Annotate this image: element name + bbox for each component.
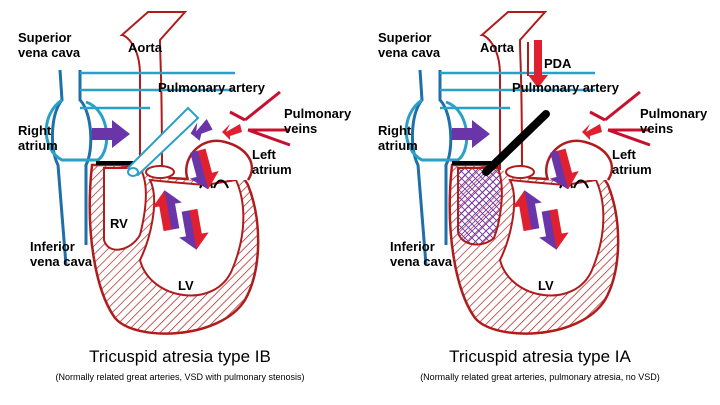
pulmonary-vein-upper [589,90,641,122]
pulmonary-vein-lower [247,128,291,147]
pulmonary-valve-stenotic [127,167,139,177]
label-pda: PDA [544,56,572,71]
aortic-valve [145,165,175,179]
mixed-flow-arrow-icon [539,208,569,250]
panel-type-ib: Superior vena cava Aorta Pulmonary arter… [18,11,352,382]
label-aorta: Aorta [128,40,162,55]
mixed-flow-arrow-icon [512,190,542,232]
label-pulmonary-artery: Pulmonary artery [158,80,265,95]
aortic-valve [505,165,535,179]
mixed-flow-arrow-icon [549,148,579,190]
label-inferior-vena-cava: Inferior vena cava [30,239,93,269]
label-pulmonary-veins: Pulmonary veins [284,106,352,136]
right-atrium [404,98,469,162]
heart-diagram-ib [44,11,291,335]
label-right-atrium: Right atrium [18,123,58,153]
aorta [119,11,188,176]
label-aorta: Aorta [480,40,514,55]
superior-vena-cava [50,69,68,266]
heart-diagram-ia [404,11,651,335]
label-left-atrium: Left atrium [612,147,652,177]
label-superior-vena-cava: Superior vena cava [378,30,441,60]
superior-vena-cava [410,69,428,266]
label-lv: LV [538,278,554,293]
mixed-flow-arrow-icon [189,148,219,190]
pulmonary-vein-lower [607,128,651,147]
panel-subtitle: (Normally related great arteries, VSD wi… [55,372,305,382]
pulmonary-vein-upper [229,90,281,122]
red-arrow-icon [582,124,602,140]
panel-title: Tricuspid atresia type IA [449,347,631,366]
purple-arrow-icon [190,119,213,141]
right-atrium [44,98,109,162]
rv-cavity [103,167,147,251]
label-inferior-vena-cava: Inferior vena cava [390,239,453,269]
label-lv: LV [178,278,194,293]
label-superior-vena-cava: Superior vena cava [18,30,81,60]
mixed-flow-arrow-icon [179,208,209,250]
inferior-vena-cava [438,70,453,245]
purple-arrow-icon [452,120,490,148]
inferior-vena-cava [78,70,93,245]
atretic-pulmonary-artery [482,110,550,176]
label-pulmonary-veins: Pulmonary veins [640,106,708,136]
panel-title: Tricuspid atresia type IB [89,347,271,366]
aorta [479,11,548,176]
hypoplastic-rv [457,167,503,246]
label-pulmonary-artery: Pulmonary artery [512,80,619,95]
label-rv: RV [110,216,128,231]
purple-arrow-icon [92,120,130,148]
pda-arrow-icon [528,40,548,88]
label-right-atrium: Right atrium [378,123,418,153]
label-left-atrium: Left atrium [252,147,292,177]
panel-subtitle: (Normally related great arteries, pulmon… [420,372,660,382]
mixed-flow-arrow-icon [152,190,182,232]
panel-type-ia: Superior vena cava Aorta PDA Pulmonary a… [360,0,720,405]
red-arrow-icon [222,124,242,140]
